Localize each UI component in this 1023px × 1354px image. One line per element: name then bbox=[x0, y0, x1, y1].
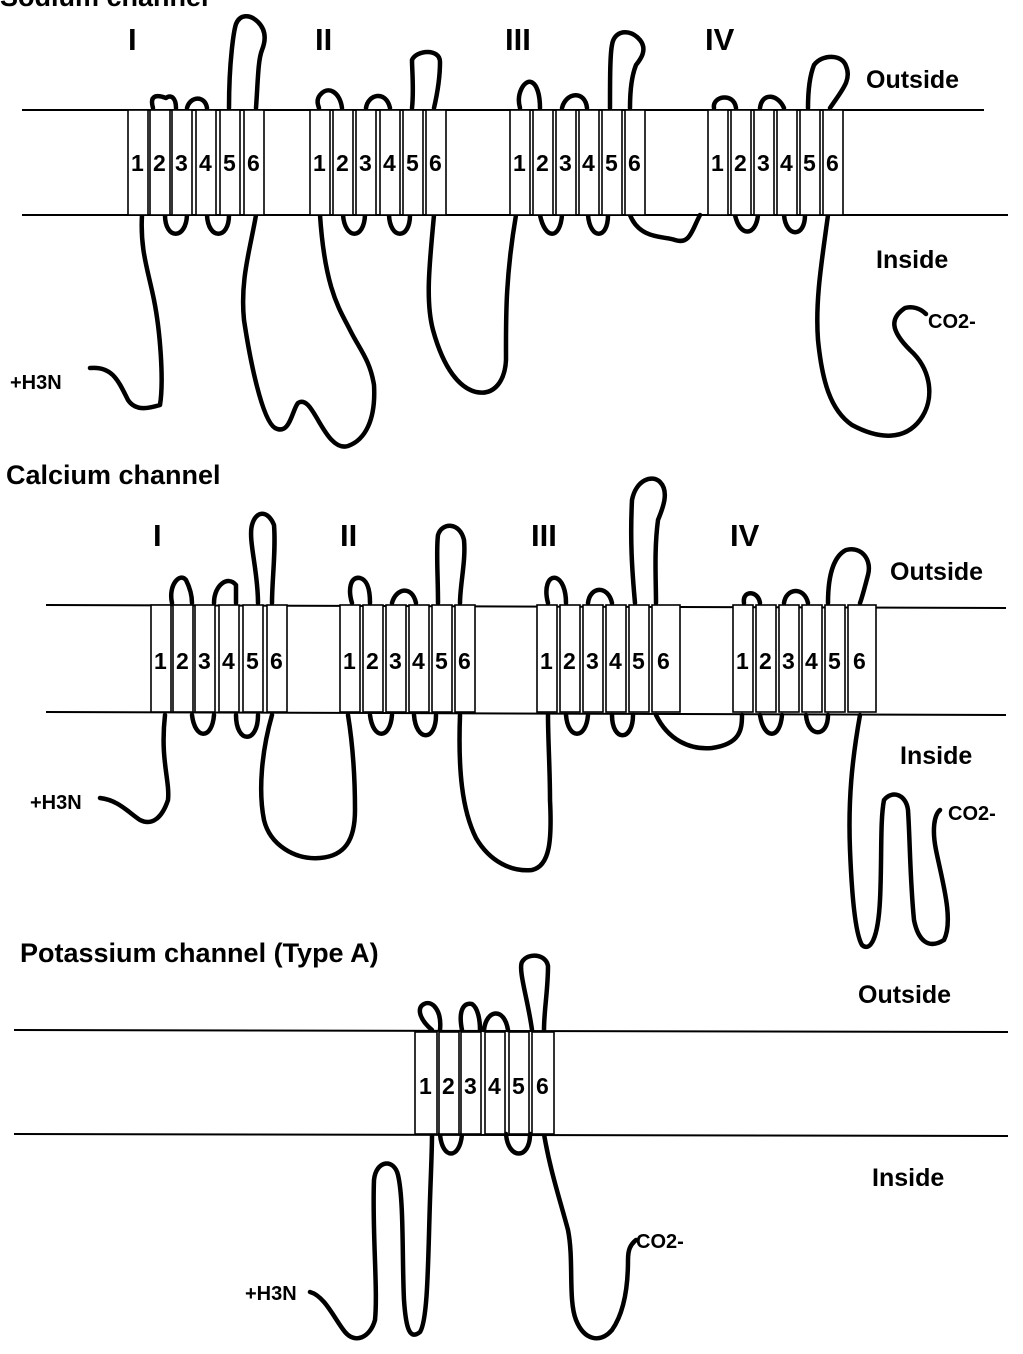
sodium-inside-label: Inside bbox=[876, 246, 948, 274]
potassium-inside-label: Inside bbox=[872, 1164, 944, 1192]
calcium-D1-S1-label: 1 bbox=[154, 648, 167, 674]
potassium-S1-label: 1 bbox=[419, 1073, 432, 1099]
calcium-D2-S3-label: 3 bbox=[389, 648, 402, 674]
calcium-D4-S1-label: 1 bbox=[736, 648, 749, 674]
calcium-domain-I-label: I bbox=[153, 518, 162, 553]
calcium-domain-II-label: II bbox=[340, 518, 357, 553]
calcium-D1-S2-label: 2 bbox=[176, 648, 189, 674]
calcium-D2-S1-label: 1 bbox=[343, 648, 356, 674]
calcium-outside-label: Outside bbox=[890, 558, 983, 586]
calcium-D4-S4-label: 4 bbox=[805, 648, 818, 674]
potassium-S5-label: 5 bbox=[512, 1073, 525, 1099]
calcium-D4-S6-label: 6 bbox=[853, 648, 866, 674]
calcium-D3-S1-label: 1 bbox=[540, 648, 553, 674]
sodium-domain-III-segments: 1 2 3 4 5 6 bbox=[510, 110, 645, 215]
calcium-D4-S2-label: 2 bbox=[759, 648, 772, 674]
sodium-D2-S1-label: 1 bbox=[313, 150, 326, 176]
sodium-D4-S5-label: 5 bbox=[803, 150, 816, 176]
potassium-S4-label: 4 bbox=[488, 1073, 501, 1099]
calcium-domain-I-segments: 1 2 3 4 5 6 bbox=[151, 605, 287, 712]
sodium-D4-S6-label: 6 bbox=[826, 150, 839, 176]
sodium-D3-S1-label: 1 bbox=[513, 150, 526, 176]
calcium-domain-III-label: III bbox=[531, 518, 557, 553]
sodium-D4-S3-label: 3 bbox=[757, 150, 770, 176]
calcium-D2-S2-label: 2 bbox=[366, 648, 379, 674]
potassium-S6-label: 6 bbox=[536, 1073, 549, 1099]
sodium-D4-S4-label: 4 bbox=[780, 150, 793, 176]
sodium-D3-S2-label: 2 bbox=[536, 150, 549, 176]
calcium-D3-S2-label: 2 bbox=[563, 648, 576, 674]
sodium-c-terminus-label: CO2- bbox=[928, 311, 976, 333]
calcium-D4-S3-label: 3 bbox=[782, 648, 795, 674]
sodium-D1-S3-label: 3 bbox=[175, 150, 188, 176]
sodium-D2-S2-label: 2 bbox=[336, 150, 349, 176]
calcium-domain-II-segments: 1 2 3 4 5 6 bbox=[340, 605, 475, 712]
sodium-n-terminus-label: +H3N bbox=[10, 372, 62, 394]
potassium-S3-label: 3 bbox=[464, 1073, 477, 1099]
calcium-D2-S4-label: 4 bbox=[412, 648, 425, 674]
potassium-n-terminus-label: +H3N bbox=[245, 1283, 297, 1305]
calcium-D3-S4-label: 4 bbox=[609, 648, 622, 674]
potassium-S2-label: 2 bbox=[442, 1073, 455, 1099]
potassium-title: Potassium channel (Type A) bbox=[20, 938, 379, 968]
calcium-D1-S5-label: 5 bbox=[246, 648, 259, 674]
sodium-domain-IV-segments: 1 2 3 4 5 6 bbox=[708, 110, 843, 215]
calcium-domain-IV-segments: 1 2 3 4 5 6 bbox=[733, 605, 876, 712]
calcium-D2-S6-label: 6 bbox=[458, 648, 471, 674]
sodium-D3-S5-label: 5 bbox=[605, 150, 618, 176]
calcium-title: Calcium channel bbox=[6, 460, 221, 490]
calcium-D1-S4-label: 4 bbox=[222, 648, 235, 674]
sodium-D1-S2-label: 2 bbox=[153, 150, 166, 176]
sodium-D3-S6-label: 6 bbox=[628, 150, 641, 176]
calcium-D3-S3-label: 3 bbox=[586, 648, 599, 674]
calcium-domain-III-segments: 1 2 3 4 5 6 bbox=[537, 605, 680, 712]
sodium-domain-II-segments: 1 2 3 4 5 6 bbox=[310, 110, 446, 215]
calcium-inside-label: Inside bbox=[900, 742, 972, 770]
sodium-D2-S6-label: 6 bbox=[429, 150, 442, 176]
calcium-D2-S5-label: 5 bbox=[435, 648, 448, 674]
calcium-domain-IV-label: IV bbox=[730, 518, 760, 553]
sodium-domain-IV-label: IV bbox=[705, 22, 735, 57]
sodium-D1-S5-label: 5 bbox=[223, 150, 236, 176]
potassium-polypeptide-chain bbox=[310, 956, 636, 1339]
sodium-polypeptide-chain bbox=[90, 16, 929, 446]
calcium-D1-S6-label: 6 bbox=[270, 648, 283, 674]
sodium-D1-S1-label: 1 bbox=[131, 150, 144, 176]
calcium-D3-S6-label: 6 bbox=[657, 648, 670, 674]
sodium-outside-label: Outside bbox=[866, 66, 959, 94]
sodium-domain-III-label: III bbox=[505, 22, 531, 57]
calcium-n-terminus-label: +H3N bbox=[30, 792, 82, 814]
potassium-channel-panel: Potassium channel (Type A) Outside Insid… bbox=[14, 938, 1008, 1338]
sodium-D2-S4-label: 4 bbox=[383, 150, 396, 176]
sodium-domain-I-segments: 1 2 3 4 5 6 bbox=[128, 110, 264, 215]
sodium-channel-panel: Sodium channel I II III IV Outside Insid… bbox=[0, 0, 1008, 447]
sodium-D1-S4-label: 4 bbox=[199, 150, 212, 176]
sodium-D2-S3-label: 3 bbox=[359, 150, 372, 176]
potassium-c-terminus-label: CO2- bbox=[636, 1231, 684, 1253]
sodium-D4-S1-label: 1 bbox=[711, 150, 724, 176]
sodium-D3-S4-label: 4 bbox=[582, 150, 595, 176]
calcium-D1-S3-label: 3 bbox=[198, 648, 211, 674]
potassium-outside-label: Outside bbox=[858, 981, 951, 1009]
sodium-title: Sodium channel bbox=[0, 0, 209, 12]
calcium-channel-panel: Calcium channel I II III IV Outside Insi… bbox=[6, 460, 1006, 947]
potassium-segments: 1 2 3 4 5 6 bbox=[415, 1032, 554, 1134]
sodium-D3-S3-label: 3 bbox=[559, 150, 572, 176]
sodium-D1-S6-label: 6 bbox=[247, 150, 260, 176]
sodium-D4-S2-label: 2 bbox=[734, 150, 747, 176]
calcium-D4-S5-label: 5 bbox=[828, 648, 841, 674]
calcium-c-terminus-label: CO2- bbox=[948, 803, 996, 825]
sodium-domain-I-label: I bbox=[128, 22, 137, 57]
sodium-D2-S5-label: 5 bbox=[406, 150, 419, 176]
sodium-domain-II-label: II bbox=[315, 22, 332, 57]
calcium-D3-S5-label: 5 bbox=[632, 648, 645, 674]
